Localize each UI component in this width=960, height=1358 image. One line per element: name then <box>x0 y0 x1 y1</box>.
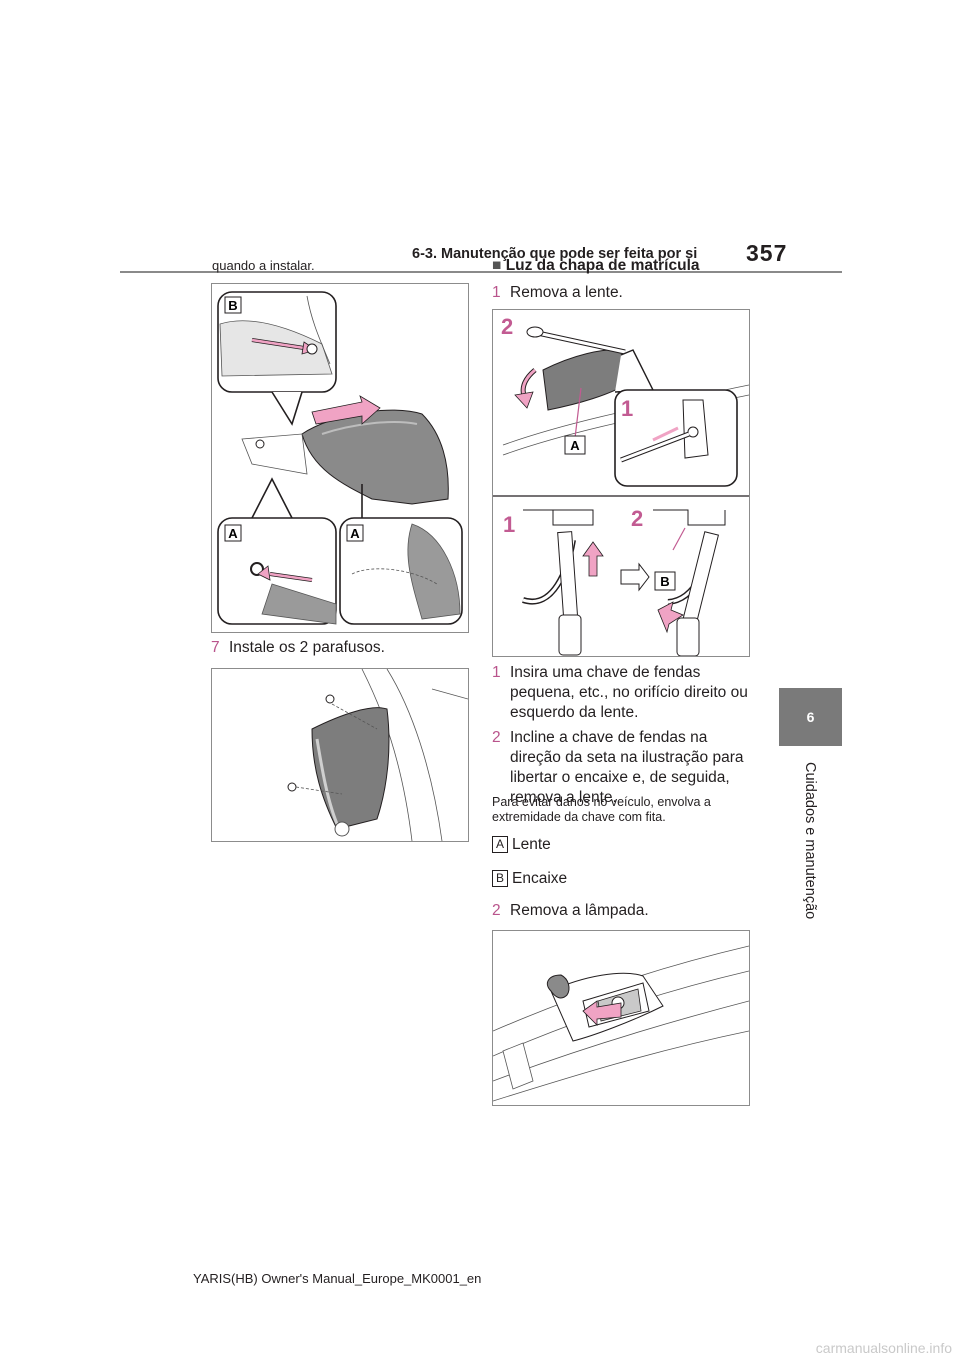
note-text: Para evitar danos no veículo, envolva a … <box>492 795 711 824</box>
chapter-number: 6 <box>806 709 815 725</box>
footer-text: YARIS(HB) Owner's Manual_Europe_MK0001_e… <box>193 1271 482 1286</box>
fig2-num-1-bottom: 1 <box>503 512 515 537</box>
substep-list: 1 Insira uma chave de fendas pequena, et… <box>492 663 757 808</box>
substep-1-text: Insira uma chave de fendas pequena, etc.… <box>510 664 748 721</box>
page-number: 357 <box>746 240 788 266</box>
fig2-num-2-top: 2 <box>501 314 513 339</box>
legend-key-b: B <box>492 870 508 888</box>
step-1-text: Remova a lente. <box>510 284 623 301</box>
callout-a1-fig1: A <box>228 526 238 541</box>
section-title: 6-3. Manutenção que pode ser feita por s… <box>412 246 698 262</box>
substep-2-number: 2 <box>492 729 501 746</box>
step-7-text: Instale os 2 parafusos. <box>229 639 385 656</box>
chapter-tab: 6 <box>779 688 842 746</box>
watermark: carmanualsonline.info <box>815 1340 952 1356</box>
legend-label-clip: Encaixe <box>512 870 568 887</box>
fig2-callout-b: B <box>660 574 669 589</box>
callout-b-fig1: B <box>228 298 237 313</box>
step-2-number: 2 <box>492 902 501 919</box>
step-2: 2 Remova a lâmpada. <box>492 901 748 921</box>
step-7: 7 Instale os 2 parafusos. <box>211 638 467 658</box>
figure-install-screws-illustration <box>287 668 469 842</box>
header-rule <box>120 271 842 273</box>
fig2-callout-a: A <box>570 438 580 453</box>
fig2-num-1-top: 1 <box>621 396 633 421</box>
substep-1: 1 Insira uma chave de fendas pequena, et… <box>492 663 757 723</box>
intro-text: quando a instalar. <box>212 258 315 273</box>
heading-text: Luz da chapa de matrícula <box>505 257 700 274</box>
step-7-number: 7 <box>211 639 220 656</box>
substep-2: 2 Incline a chave de fendas na direção d… <box>492 728 757 808</box>
callout-a2-fig1: A <box>350 526 360 541</box>
fig2-num-2-bottom: 2 <box>631 506 643 531</box>
figure-install-screws <box>211 668 469 842</box>
chapter-title: Cuidados e manutenção <box>802 762 818 920</box>
figure-remove-lens: 2 A 1 1 2 B <box>492 309 750 657</box>
heading-marker: ■ <box>492 257 502 274</box>
step-2-text: Remova a lâmpada. <box>510 902 649 919</box>
figure-light-removal: B A A <box>211 283 469 633</box>
section-heading: ■ Luz da chapa de matrícula <box>492 256 700 276</box>
step-1-number: 1 <box>492 284 501 301</box>
legend-key-a: A <box>492 836 508 854</box>
figure-light-removal-illustration: B A A <box>217 291 463 625</box>
figure-remove-bulb <box>492 930 750 1106</box>
figure-remove-bulb-illustration <box>492 945 750 1102</box>
figure-remove-lens-illustration: 2 A 1 1 2 B <box>493 314 750 657</box>
step-1: 1 Remova a lente. <box>492 283 748 303</box>
legend-label-lens: Lente <box>512 836 551 853</box>
substep-1-number: 1 <box>492 664 501 681</box>
substep-2-text: Incline a chave de fendas na direção da … <box>510 729 744 806</box>
